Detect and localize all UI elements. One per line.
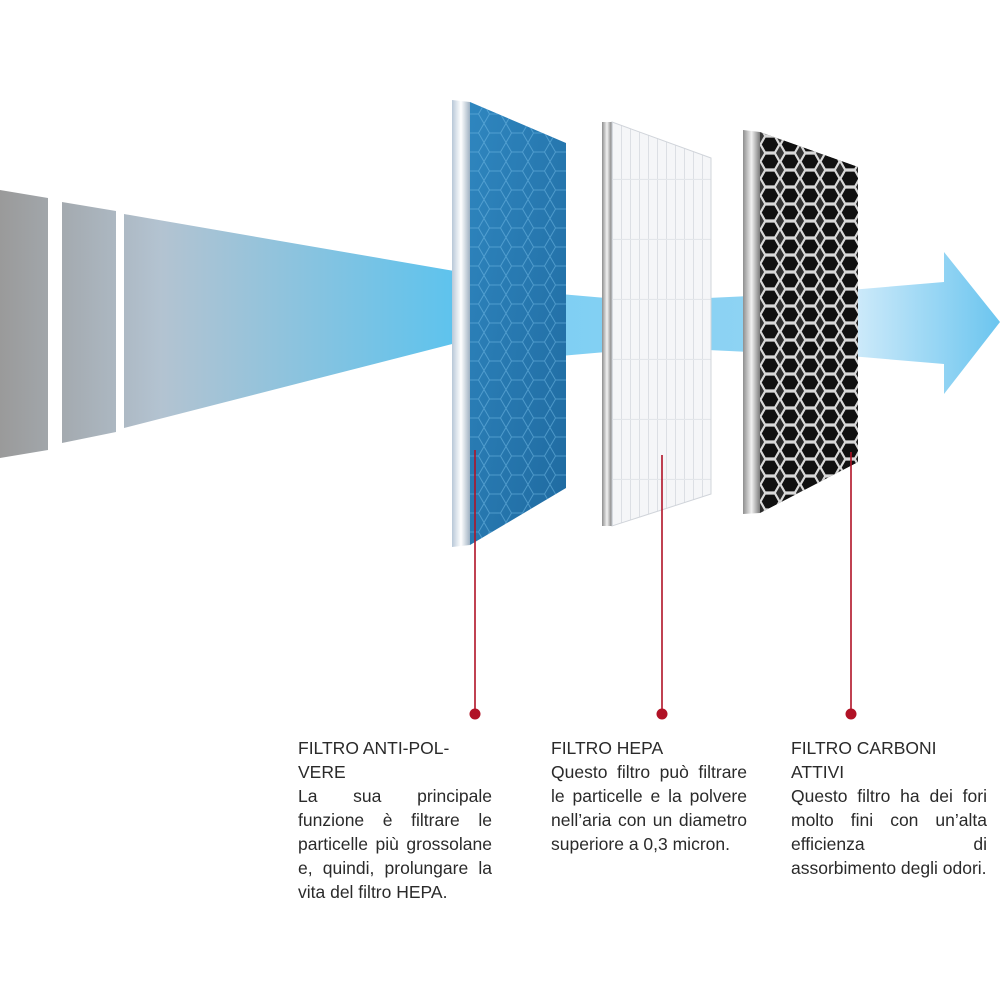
- callout-description: Questo filtro ha dei fori molto fini con…: [791, 786, 987, 878]
- filter-dust-panel: [452, 100, 566, 547]
- callout-lines: [469, 450, 857, 720]
- callout-dust-filter: FILTRO ANTI-POL- VERE La sua principale …: [298, 736, 492, 904]
- airflow-bar: [62, 202, 116, 443]
- callout-title: FILTRO CARBONI ATTIVI: [791, 738, 937, 782]
- callout-dot-dust: [469, 708, 481, 720]
- callout-description: Questo filtro può filtrare le particelle…: [551, 762, 747, 854]
- callout-dot-hepa: [656, 708, 668, 720]
- airflow-segment: [708, 296, 750, 352]
- callout-carbon-filter: FILTRO CARBONI ATTIVI Questo filtro ha d…: [791, 736, 987, 880]
- airflow-stream: [0, 190, 1000, 458]
- callout-title: FILTRO ANTI-POL- VERE: [298, 738, 450, 782]
- airflow-arrow-icon: [850, 252, 1000, 394]
- airflow-bar: [0, 190, 48, 458]
- filter-carbon-panel: [743, 130, 858, 514]
- callout-title: FILTRO HEPA: [551, 738, 664, 758]
- callout-description: La sua principale funzione è filtrare le…: [298, 786, 492, 902]
- callout-dot-carbon: [845, 708, 857, 720]
- airflow-segment: [560, 294, 606, 356]
- airflow-bar: [124, 214, 460, 428]
- filter-hepa-panel: [602, 121, 712, 527]
- callout-hepa-filter: FILTRO HEPA Questo filtro può filtrare l…: [551, 736, 747, 856]
